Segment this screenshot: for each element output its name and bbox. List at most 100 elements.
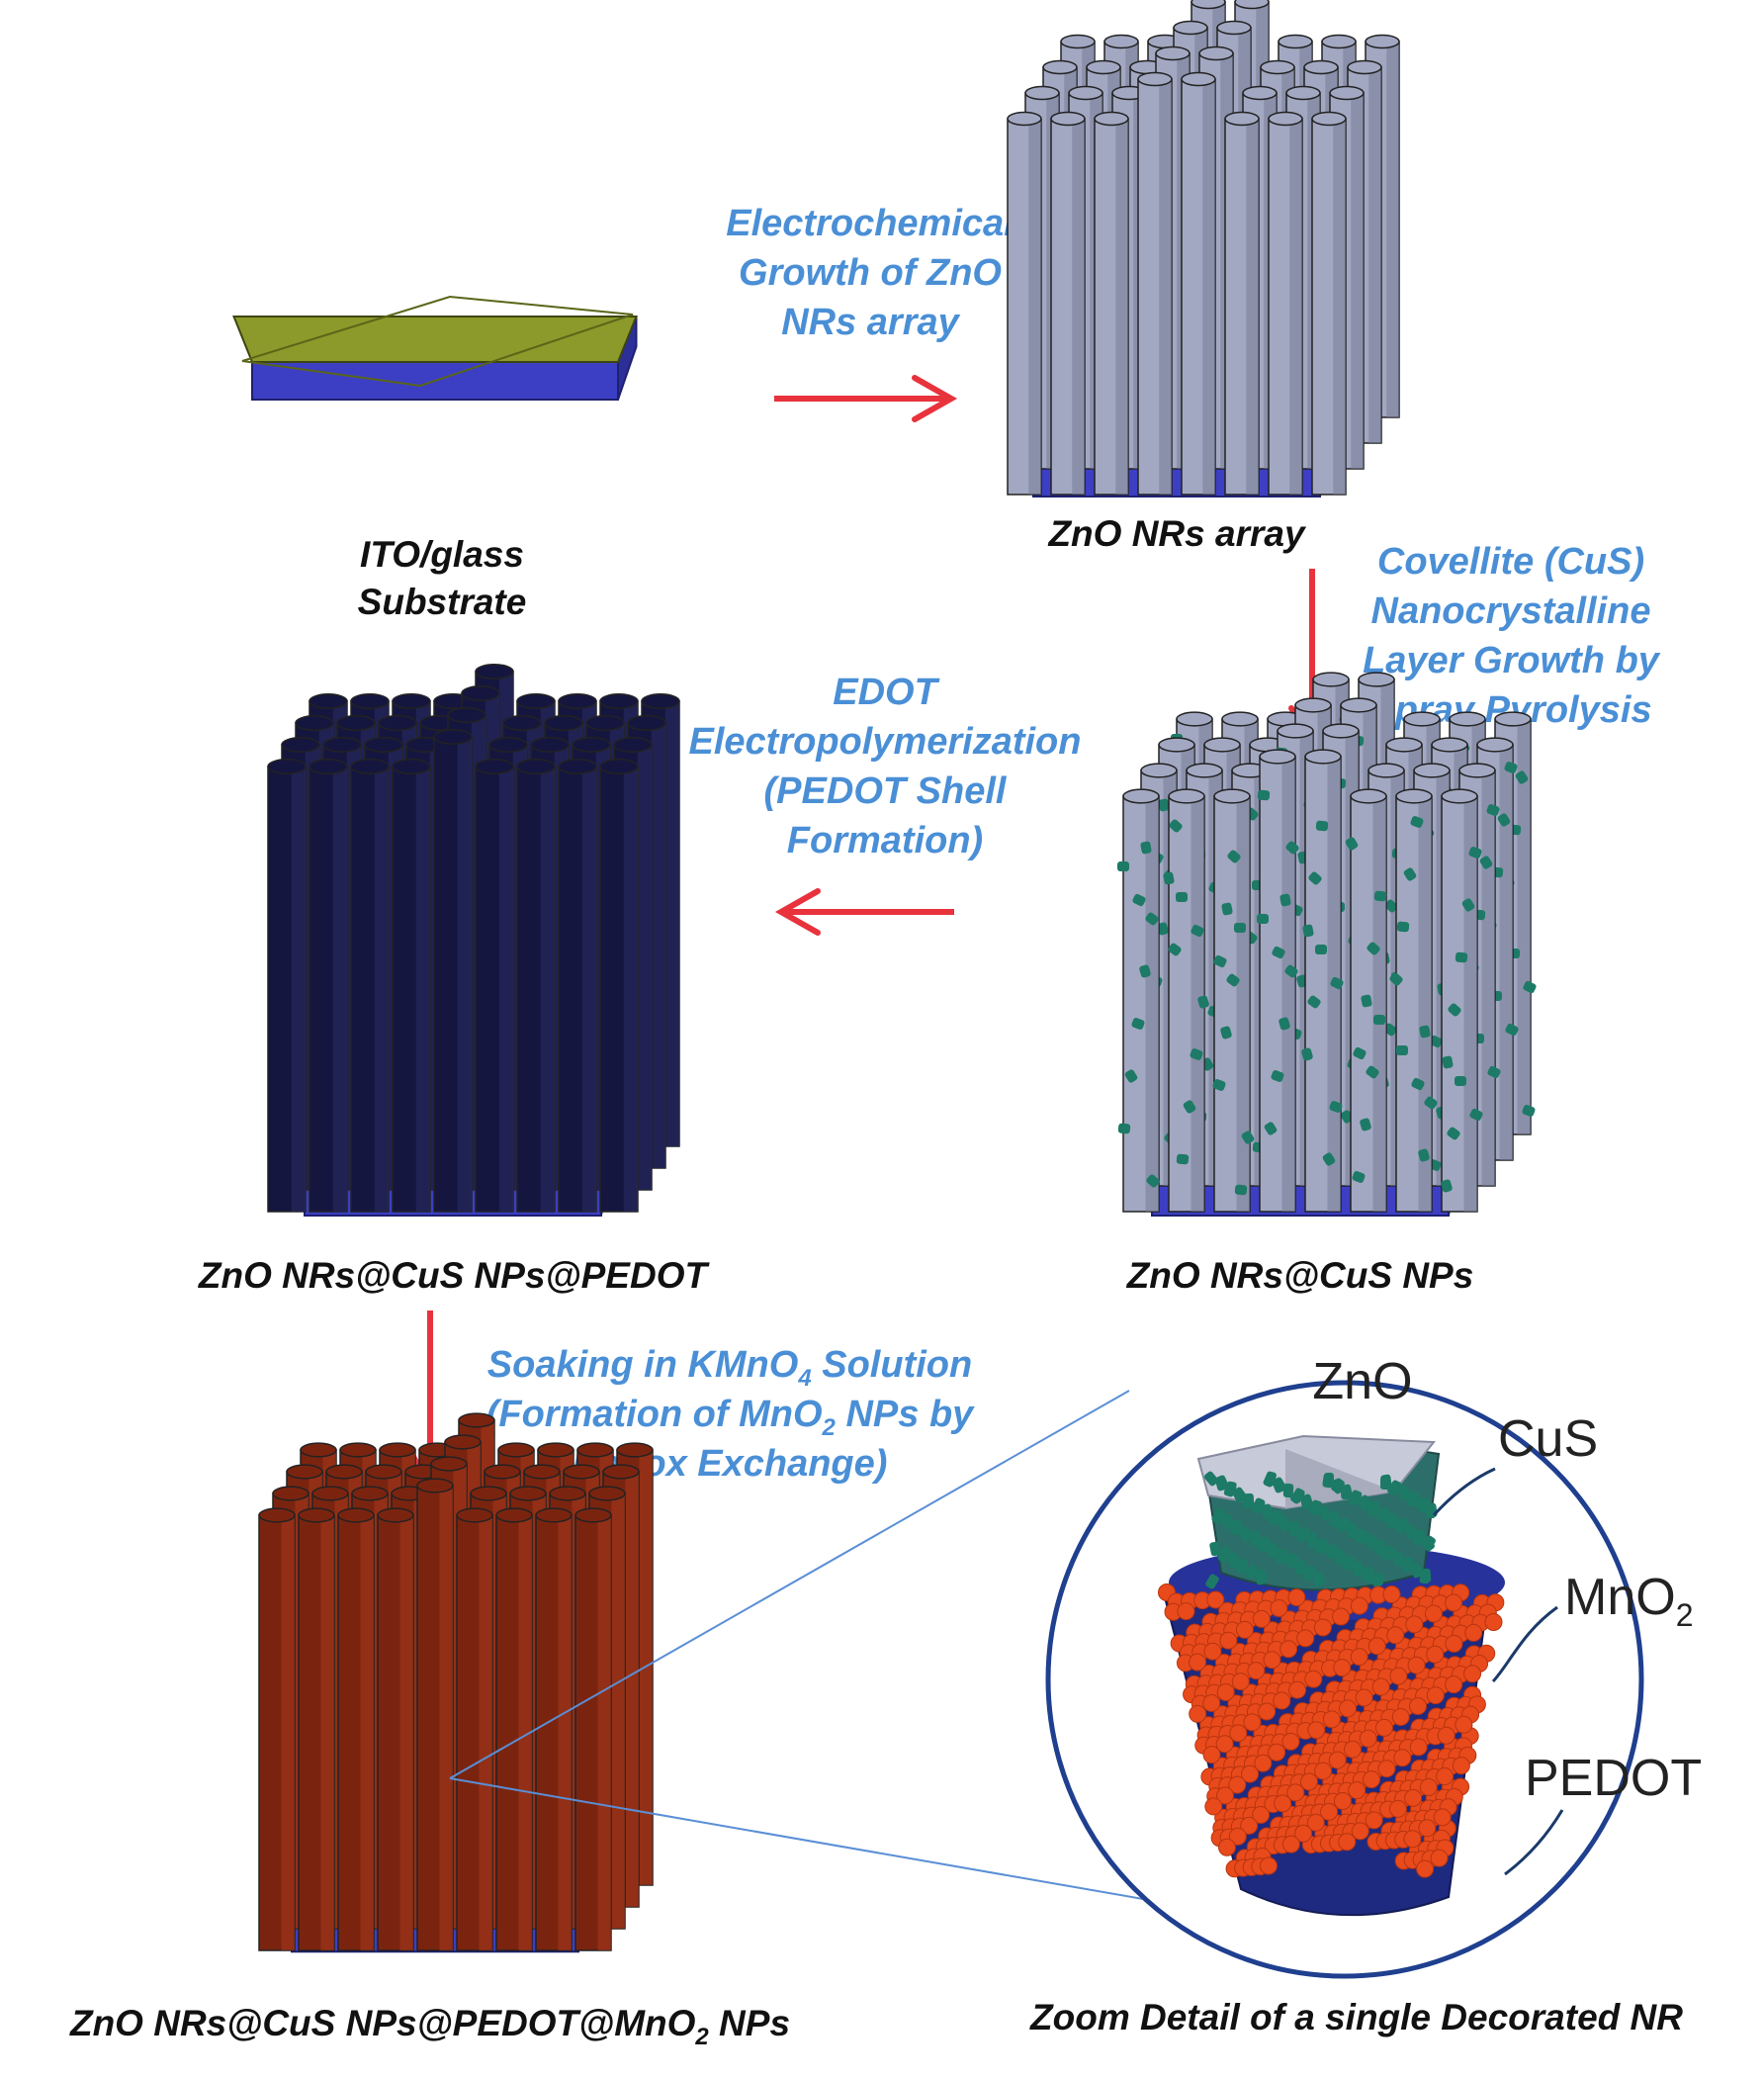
pedot-nanorod bbox=[267, 759, 307, 1213]
rod-shade bbox=[374, 767, 389, 1212]
step3-label-line3: (PEDOT Shell bbox=[764, 770, 1008, 812]
rod-top bbox=[267, 759, 307, 774]
mno2-nanorod bbox=[258, 1507, 296, 1951]
zno-cus-rod-array bbox=[1117, 672, 1537, 1213]
zno-nanorod bbox=[1007, 111, 1042, 496]
nanoparticle bbox=[1169, 819, 1183, 833]
rod-top bbox=[641, 693, 680, 709]
rod-shade bbox=[291, 767, 306, 1212]
rod-shade bbox=[1159, 79, 1172, 495]
rod-shade bbox=[581, 767, 596, 1212]
rod-top bbox=[572, 737, 611, 753]
cus-particle bbox=[1312, 1571, 1326, 1586]
nanoparticle bbox=[1146, 1174, 1160, 1188]
arrow-right-icon bbox=[774, 375, 958, 422]
mno2-particle bbox=[1294, 1824, 1313, 1843]
rod-top bbox=[1285, 85, 1321, 101]
nanoparticle bbox=[1505, 1023, 1519, 1037]
mno2-particle bbox=[1320, 1802, 1339, 1821]
zno-nanorod bbox=[1181, 71, 1216, 496]
cus-particle bbox=[1205, 1574, 1219, 1589]
rod-top bbox=[1050, 111, 1086, 127]
nanoparticle bbox=[1302, 924, 1314, 938]
cus-particle bbox=[1250, 1530, 1262, 1546]
rod-top bbox=[484, 1464, 521, 1480]
rod-top bbox=[350, 759, 390, 774]
caption-substrate-line1: ITO/glass bbox=[360, 534, 524, 575]
nanoparticle bbox=[1441, 1179, 1453, 1193]
nanoparticle bbox=[1384, 899, 1398, 913]
rod-shade bbox=[1333, 119, 1346, 495]
leader-line bbox=[449, 1390, 1130, 1779]
mno2-particle bbox=[1219, 1631, 1238, 1650]
nanoparticle bbox=[1272, 946, 1285, 959]
pedot-nanorod bbox=[558, 759, 597, 1213]
rod-top bbox=[392, 693, 431, 709]
rod-top bbox=[475, 759, 514, 774]
rod-top bbox=[364, 737, 403, 753]
rod-top bbox=[378, 715, 417, 731]
rod-top bbox=[530, 737, 570, 753]
rod-top bbox=[1024, 85, 1060, 101]
rod-shade bbox=[281, 1515, 295, 1950]
rod-top bbox=[325, 1464, 363, 1480]
caption-substrate-line2: Substrate bbox=[358, 582, 527, 622]
nanoparticle bbox=[1285, 841, 1299, 855]
rod-shade bbox=[1202, 79, 1215, 495]
zno-nanorod bbox=[1050, 111, 1086, 496]
mno2-particle bbox=[1418, 1819, 1437, 1838]
rod-top bbox=[1242, 85, 1278, 101]
rod-top bbox=[1086, 59, 1121, 75]
rod-shade bbox=[457, 737, 472, 1212]
rod-top bbox=[516, 693, 556, 709]
nanoparticle bbox=[1163, 871, 1175, 885]
mno2-nanorod bbox=[495, 1507, 533, 1951]
nanoparticle bbox=[1279, 1017, 1290, 1031]
rod-top bbox=[1413, 763, 1451, 778]
mno2-particle bbox=[1404, 1788, 1423, 1807]
rod-shade bbox=[360, 1515, 374, 1950]
nanoparticle bbox=[1322, 1152, 1336, 1166]
mno2-particle bbox=[1296, 1629, 1315, 1648]
zoom-label-zno: ZnO bbox=[1312, 1353, 1412, 1410]
step1-group: Electrochemical Growth of ZnO NRs array bbox=[726, 203, 1015, 422]
rod-top bbox=[1322, 723, 1360, 739]
nanoparticle bbox=[1418, 1148, 1430, 1162]
caption-final-sub: 2 bbox=[694, 2024, 709, 2050]
nanoparticle bbox=[1366, 1065, 1379, 1079]
pedot-nanorod bbox=[350, 759, 390, 1213]
mno2-particle bbox=[1203, 1642, 1222, 1661]
mno2-particle bbox=[1409, 1697, 1428, 1716]
rod-top bbox=[1476, 737, 1514, 753]
rod-shade bbox=[1351, 93, 1364, 469]
rod-top bbox=[576, 1442, 614, 1458]
rod-top bbox=[309, 759, 348, 774]
cus-particle bbox=[1212, 1507, 1226, 1523]
mno2-particle bbox=[1332, 1607, 1351, 1626]
mno2-particle bbox=[1348, 1781, 1367, 1800]
rod-top bbox=[461, 685, 500, 701]
zno-cus-nanorod bbox=[1259, 749, 1296, 1213]
mno2-nanorod bbox=[535, 1507, 573, 1951]
rod-shade bbox=[1368, 67, 1381, 443]
mno2-particle bbox=[1382, 1584, 1401, 1603]
mno2-particle bbox=[1393, 1749, 1412, 1767]
rod-top bbox=[602, 1464, 640, 1480]
nanoparticle bbox=[1227, 850, 1241, 863]
rod-top bbox=[1060, 34, 1096, 49]
zno-nanorod bbox=[1311, 111, 1347, 496]
mno2-particle bbox=[1377, 1760, 1396, 1778]
mno2-particle bbox=[1391, 1707, 1410, 1726]
zoom-detail: ZnO CuS MnO2 PEDOT Zoom Detail of a sing… bbox=[1029, 1353, 1702, 2037]
rod-top bbox=[281, 737, 320, 753]
nanoparticle bbox=[1352, 1171, 1366, 1183]
mno2-particle bbox=[1228, 1827, 1247, 1846]
nanoparticle bbox=[1220, 1026, 1232, 1040]
cus-particle bbox=[1343, 1555, 1357, 1571]
cus-particle bbox=[1391, 1551, 1405, 1567]
mno2-particle bbox=[1313, 1618, 1332, 1637]
zno-cus-nanorod bbox=[1441, 788, 1478, 1213]
rod-shade bbox=[1463, 796, 1477, 1212]
arrow-head bbox=[774, 888, 821, 936]
